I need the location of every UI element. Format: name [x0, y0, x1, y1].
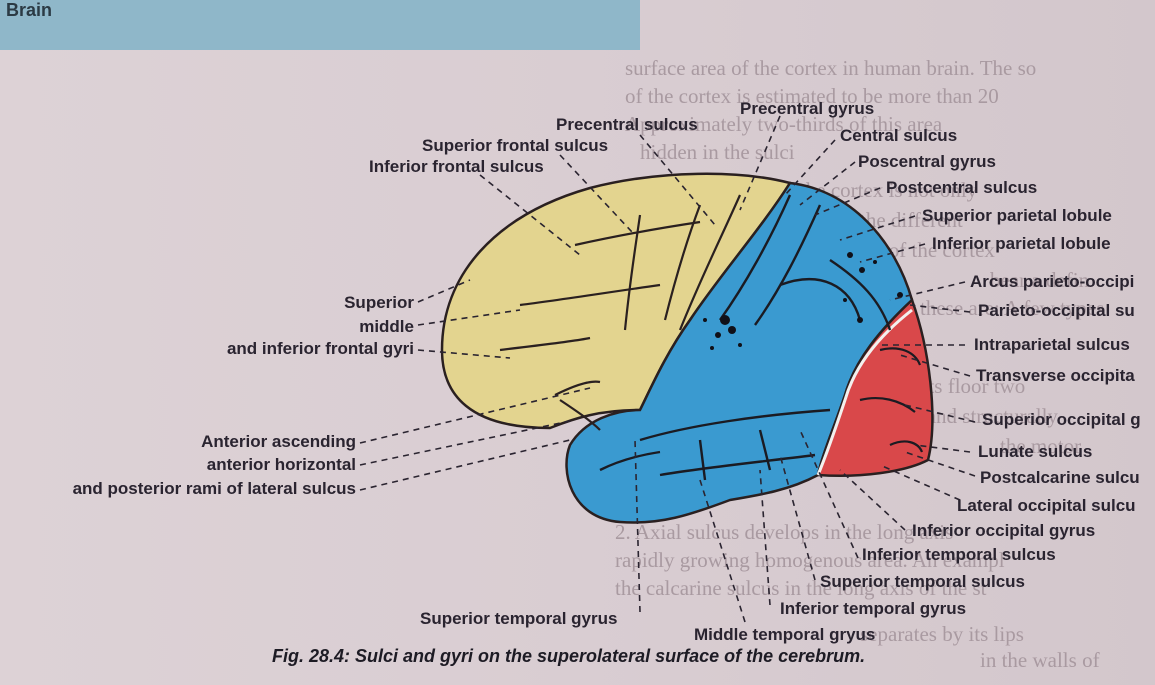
label-superior-frontal-sulcus: Superior frontal sulcus	[422, 137, 608, 155]
label-central-sulcus: Central sulcus	[840, 127, 957, 145]
label-inferior-parietal-lobule: Inferior parietal lobule	[932, 235, 1111, 253]
label-arcus-parieto-occipital: Arcus parieto-occipi	[970, 273, 1134, 291]
label-lateral-occipital-sulcus: Lateral occipital sulcu	[957, 497, 1136, 515]
label-superior-parietal-lobule: Superior parietal lobule	[922, 207, 1112, 225]
label-superior-occipital-gyrus: Superior occipital g	[982, 411, 1141, 429]
label-inferior-frontal-gyri: and inferior frontal gyri	[160, 340, 414, 358]
label-intraparietal-sulcus: Intraparietal sulcus	[974, 336, 1130, 354]
label-postcalcarine-sulcus: Postcalcarine sulcu	[980, 469, 1140, 487]
label-inferior-temporal-sulcus: Inferior temporal sulcus	[862, 546, 1056, 564]
figure-caption: Fig. 28.4: Sulci and gyri on the superol…	[272, 646, 865, 667]
label-transverse-occipital: Transverse occipita	[976, 367, 1135, 385]
label-precentral-gyrus: Precentral gyrus	[740, 100, 874, 118]
label-superior-temporal-sulcus: Superior temporal sulcus	[820, 573, 1025, 591]
label-middle-temporal-gyrus: Middle temporal gryus	[694, 626, 875, 644]
label-inferior-occipital-gyrus: Inferior occipital gyrus	[912, 522, 1095, 540]
label-inferior-frontal-sulcus: Inferior frontal sulcus	[369, 158, 544, 176]
label-lunate-sulcus: Lunate sulcus	[978, 443, 1092, 461]
label-superior-temporal-gyrus: Superior temporal gyrus	[420, 610, 617, 628]
label-middle: middle	[300, 318, 414, 336]
label-postcentral-sulcus: Postcentral sulcus	[886, 179, 1037, 197]
label-superior: Superior	[300, 294, 414, 312]
label-inferior-temporal-gyrus: Inferior temporal gyrus	[780, 600, 966, 618]
label-anterior-ascending: Anterior ascending	[160, 433, 356, 451]
label-parieto-occipital-sulcus: Parieto-occipital su	[978, 302, 1135, 320]
label-posterior-rami: and posterior rami of lateral sulcus	[30, 480, 356, 498]
label-poscentral-gyrus: Poscentral gyrus	[858, 153, 996, 171]
label-precentral-sulcus: Precentral sulcus	[556, 116, 698, 134]
label-anterior-horizontal: anterior horizontal	[160, 456, 356, 474]
